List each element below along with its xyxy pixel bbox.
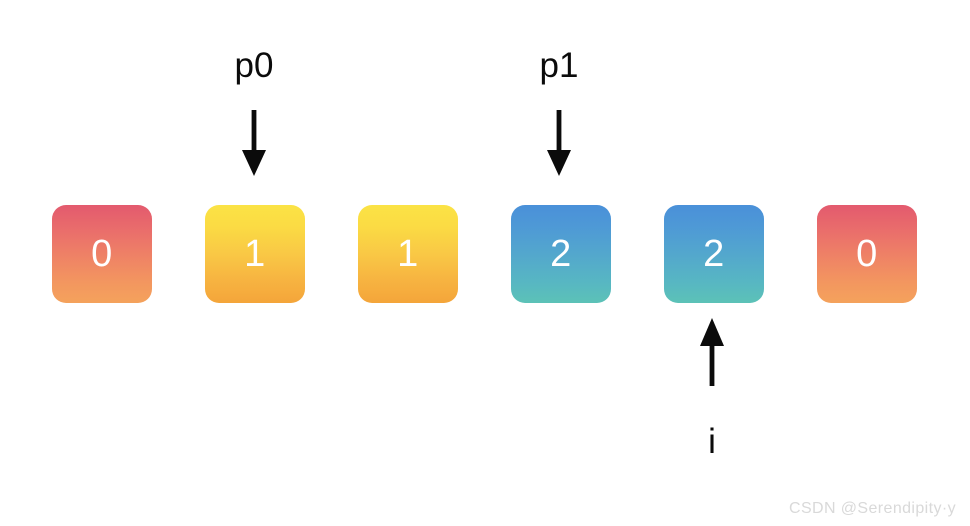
pointer-arrow-down-p0	[239, 110, 269, 181]
array-cell-3: 2	[511, 205, 611, 303]
array-cell-2: 1	[358, 205, 458, 303]
pointer-arrow-up-i	[697, 318, 727, 391]
pointer-label-p1: p1	[539, 46, 579, 85]
array-cell-5: 0	[817, 205, 917, 303]
pointer-label-i: i	[708, 422, 716, 461]
pointer-label-p0: p0	[234, 46, 274, 85]
array-cell-value: 0	[856, 233, 878, 275]
array-cell-1: 1	[205, 205, 305, 303]
array-cell-value: 1	[244, 233, 266, 275]
array-cell-0: 0	[52, 205, 152, 303]
pointer-arrow-down-p1	[544, 110, 574, 181]
watermark-text: CSDN @Serendipity·y	[789, 500, 956, 517]
array-cell-value: 2	[550, 233, 572, 275]
array-cell-value: 0	[91, 233, 113, 275]
array-cell-value: 1	[397, 233, 419, 275]
array-cell-value: 2	[703, 233, 725, 275]
array-cell-4: 2	[664, 205, 764, 303]
